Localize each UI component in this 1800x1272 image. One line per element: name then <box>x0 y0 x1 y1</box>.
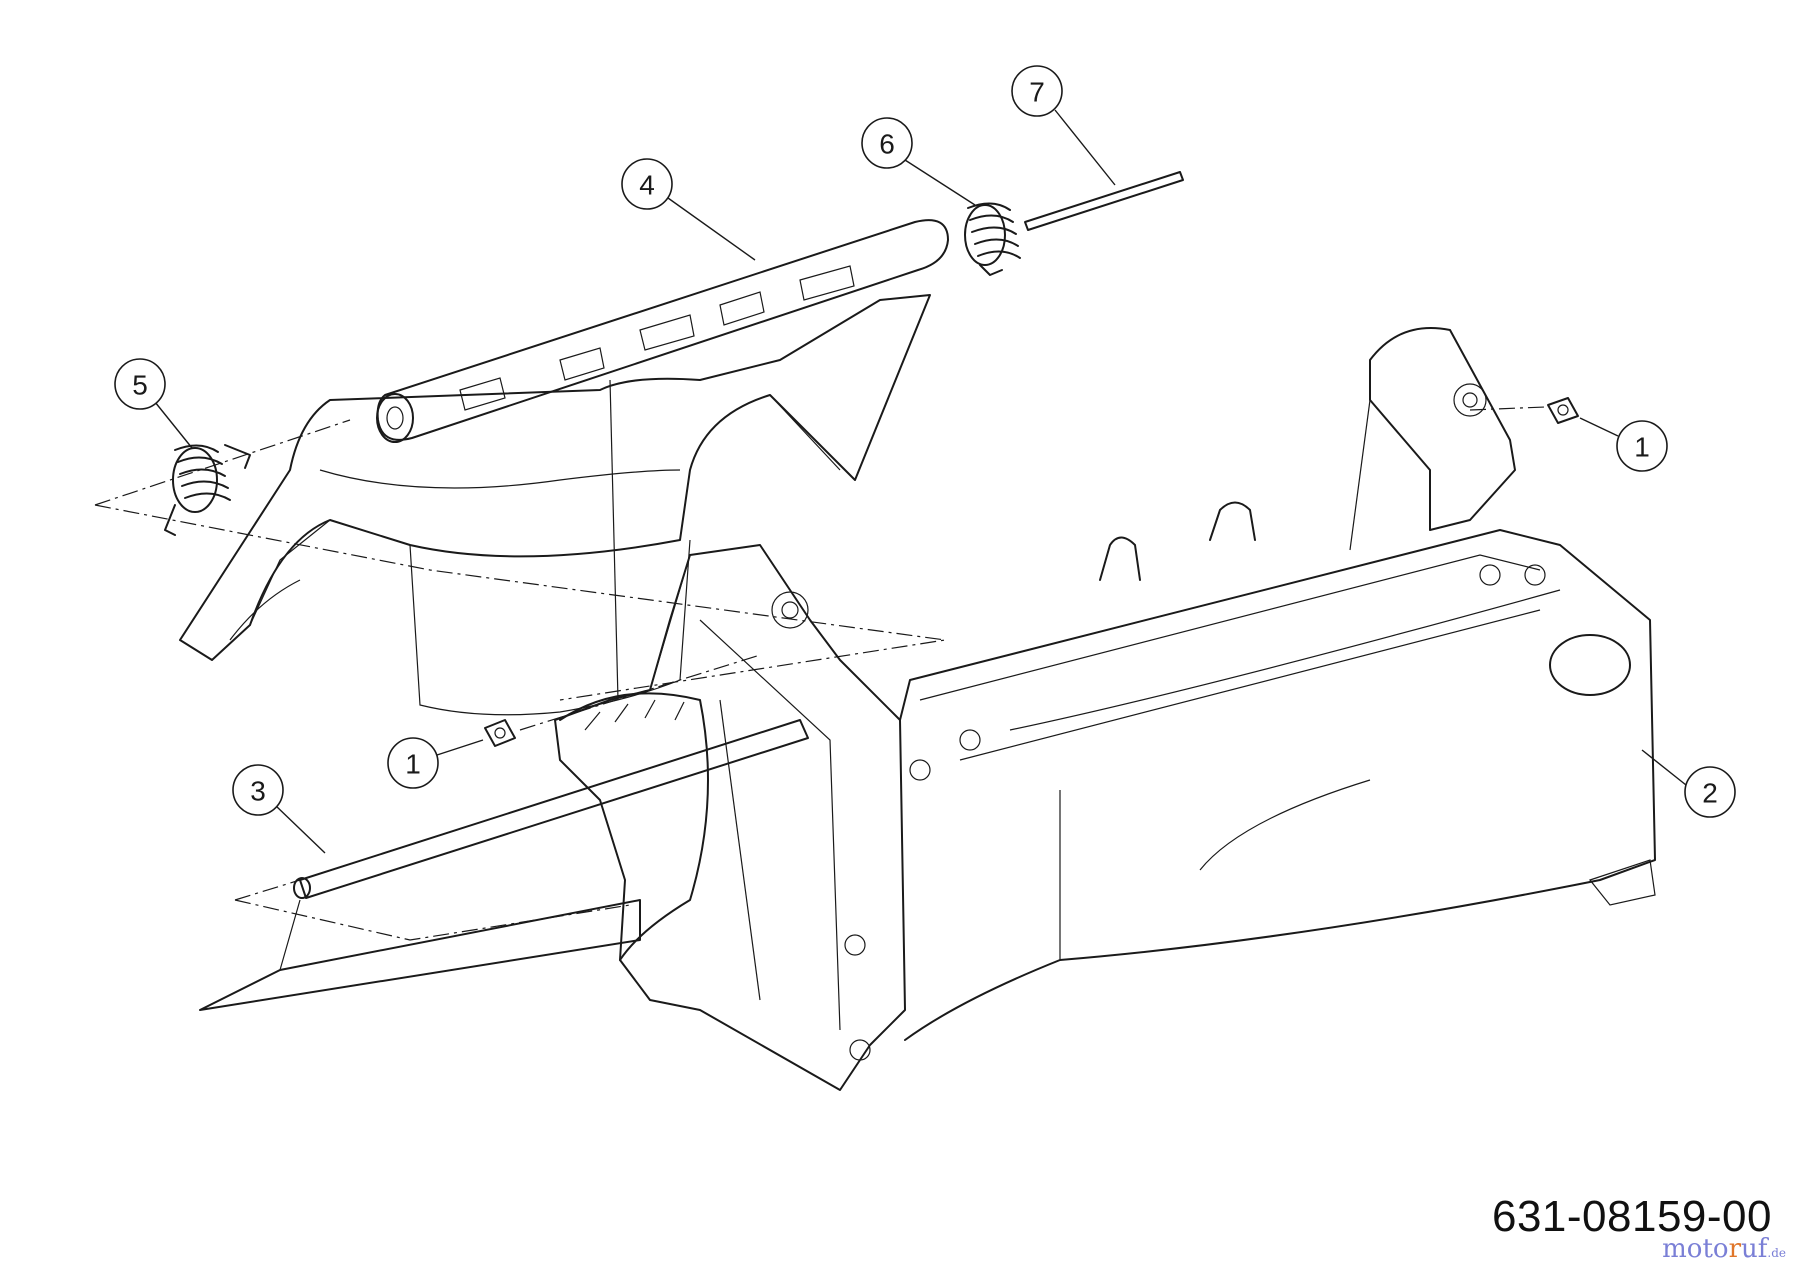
callout-7-label: 7 <box>1029 77 1045 108</box>
callout-2-label: 2 <box>1702 778 1718 809</box>
callout-5-label: 5 <box>132 370 148 401</box>
watermark-logo: motoruf.de <box>1662 1234 1786 1264</box>
callout-5-circle <box>114 358 166 410</box>
nut-part-1-left <box>484 719 516 747</box>
leader-1-left <box>436 739 484 756</box>
pin-part-7 <box>1024 171 1184 231</box>
callout-6-circle <box>861 117 913 169</box>
callout-7-circle <box>1011 65 1063 117</box>
callout-1-right-label: 1 <box>1634 432 1650 463</box>
leader-7 <box>1054 109 1116 186</box>
callout-1-left-label: 1 <box>405 749 421 780</box>
callout-6-label: 6 <box>879 129 895 160</box>
callout-4-circle <box>621 158 673 210</box>
spring-part-6 <box>964 202 1021 276</box>
leader-4 <box>667 197 756 261</box>
assembly-lines <box>94 406 1546 941</box>
callout-3-label: 3 <box>250 776 266 807</box>
callout-3-circle <box>232 764 284 816</box>
leader-2 <box>1641 749 1687 786</box>
rod-and-flap-part-3 <box>199 719 809 1011</box>
leader-5 <box>154 401 193 449</box>
leader-3 <box>274 804 326 854</box>
flap-part-4 <box>179 219 949 716</box>
nut-part-1-right <box>1547 397 1579 424</box>
callout-4-label: 4 <box>639 170 655 201</box>
leader-1-right <box>1579 417 1619 437</box>
diagram-part-number: 631-08159-00 <box>1491 1192 1772 1241</box>
callout-1-right-circle <box>1616 420 1668 472</box>
callout-2-circle <box>1684 766 1736 818</box>
spring-part-5 <box>164 444 251 536</box>
leader-6 <box>904 159 976 206</box>
frame-part-2 <box>554 327 1656 1091</box>
callout-1-left-circle <box>387 737 439 789</box>
